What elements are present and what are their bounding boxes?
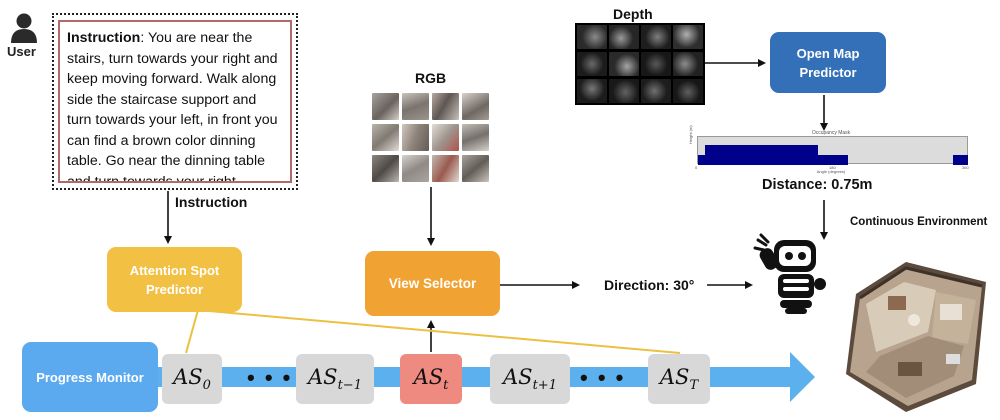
- depth-view-image: [609, 52, 639, 76]
- rgb-view-image: [372, 93, 399, 120]
- rgb-view-image: [402, 155, 429, 182]
- occupancy-title: Occupancy Mask: [811, 130, 851, 136]
- timeline-arrow: [150, 352, 815, 402]
- progress-monitor-label: Progress Monitor: [36, 369, 144, 385]
- depth-view-image: [641, 25, 671, 49]
- attention-spot-predictor-box: Attention Spot Predictor: [107, 247, 242, 312]
- depth-view-image: [577, 52, 607, 76]
- as-base: AS: [659, 364, 690, 389]
- direction-label: Direction: 30°: [604, 277, 695, 293]
- occupancy-tick: 0: [695, 165, 698, 170]
- as-base: AS: [503, 364, 533, 389]
- open-map-predictor-box: Open Map Predictor: [770, 32, 886, 93]
- as-sub: t+1: [532, 378, 557, 394]
- user-label: User: [7, 44, 36, 59]
- depth-view-image: [577, 79, 607, 103]
- ellipsis-dots: • • •: [580, 365, 626, 390]
- view-selector-label: View Selector: [388, 276, 477, 291]
- rgb-view-image: [432, 93, 459, 120]
- occupancy-xlabel: Angle (degrees): [816, 169, 846, 174]
- attention-spot-predictor-label: Attention Spot Predictor: [129, 262, 220, 297]
- instruction-body: : You are near the stairs, turn towards …: [67, 30, 278, 183]
- attention-spot-as0: AS0: [162, 354, 222, 404]
- user-icon: [11, 13, 37, 43]
- as-base: AS: [413, 364, 444, 389]
- rgb-view-image: [432, 155, 459, 182]
- as-sub: T: [689, 378, 699, 394]
- ellipsis-dots: • • •: [247, 365, 293, 390]
- as-sub: t: [443, 378, 449, 394]
- depth-view-image: [673, 79, 703, 103]
- as-sub: t−1: [337, 378, 362, 394]
- depth-view-image: [641, 52, 671, 76]
- occupancy-block: [953, 155, 968, 165]
- as-sub: 0: [202, 378, 211, 394]
- as-base: AS: [308, 364, 338, 389]
- attention-spot-as-T: AST: [648, 354, 710, 404]
- attention-line-asT: [197, 309, 681, 354]
- distance-label: Distance: 0.75m: [762, 177, 873, 193]
- rgb-label: RGB: [415, 70, 447, 86]
- depth-view-image: [609, 25, 639, 49]
- rgb-panorama-grid: [372, 93, 489, 182]
- environment-3d-model: [846, 262, 986, 412]
- occupancy-block: [705, 145, 818, 165]
- depth-view-image: [673, 52, 703, 76]
- occupancy-tick: 360: [962, 165, 969, 170]
- occupancy-block: [698, 155, 705, 165]
- rgb-view-image: [372, 124, 399, 151]
- progress-monitor-box: Progress Monitor: [22, 342, 158, 412]
- rgb-view-image: [462, 124, 489, 151]
- occupancy-plot-area: [697, 136, 968, 165]
- rgb-view-image: [462, 93, 489, 120]
- instruction-text-box: Instruction: You are near the stairs, tu…: [58, 20, 292, 183]
- occupancy-ylabel: Height (m): [688, 125, 693, 144]
- depth-view-image: [641, 79, 671, 103]
- rgb-view-image: [402, 124, 429, 151]
- occupancy-mask-plot: Occupancy Mask Height (m) 0 180 360 Angl…: [688, 125, 974, 174]
- depth-label: Depth: [613, 6, 653, 22]
- depth-view-image: [609, 79, 639, 103]
- attention-spot-as-t: ASt: [400, 354, 462, 404]
- rgb-view-image: [402, 93, 429, 120]
- rgb-view-image: [372, 155, 399, 182]
- attention-spot-as-t-plus-1: ASt+1: [490, 354, 570, 404]
- depth-panorama-grid: [575, 23, 705, 105]
- robot-icon: [753, 233, 826, 314]
- rgb-view-image: [462, 155, 489, 182]
- depth-view-image: [673, 25, 703, 49]
- occupancy-tick: 180: [829, 165, 836, 170]
- occupancy-block: [818, 155, 848, 165]
- attention-spot-as-t-minus-1: ASt−1: [296, 354, 374, 404]
- instruction-outer-frame: [52, 13, 298, 190]
- instruction-lead: Instruction: [67, 30, 141, 46]
- continuous-environment-label: Continuous Environment: [850, 216, 988, 228]
- depth-view-image: [577, 25, 607, 49]
- rgb-view-image: [432, 124, 459, 151]
- instruction-arrow-label: Instruction: [175, 194, 248, 210]
- open-map-predictor-label: Open Map Predictor: [796, 45, 860, 80]
- as-base: AS: [173, 364, 203, 389]
- view-selector-box: View Selector: [365, 251, 500, 316]
- attention-line-as0: [185, 309, 199, 354]
